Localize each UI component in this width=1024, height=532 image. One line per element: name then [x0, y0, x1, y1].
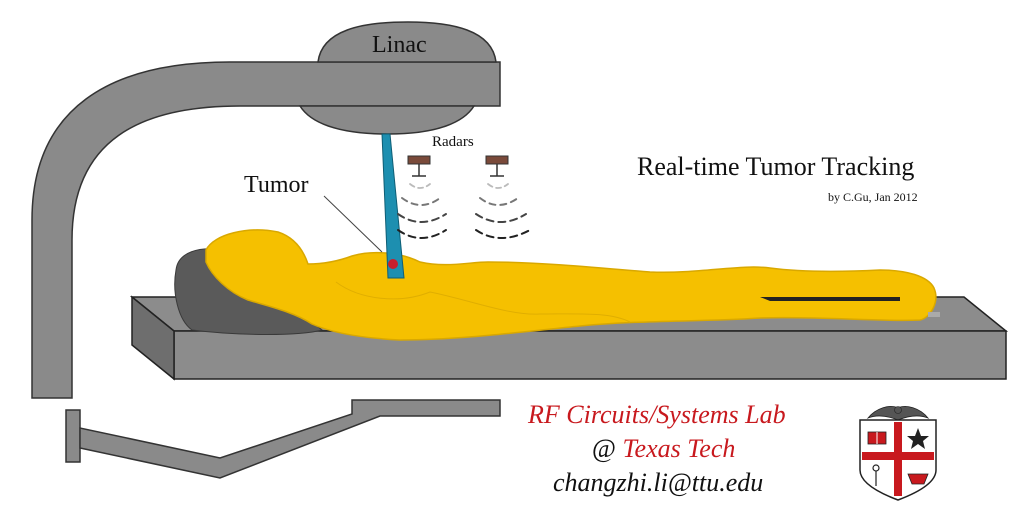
radar-antenna-icon	[485, 155, 509, 177]
linac-head	[317, 21, 497, 63]
linac-collimator	[298, 105, 476, 135]
radiation-beam	[381, 133, 405, 279]
institution-name: Texas Tech	[622, 434, 736, 463]
support-arm	[79, 399, 501, 479]
tumor-leader-line	[323, 195, 383, 253]
at-symbol: @	[592, 434, 623, 463]
linac-label: Linac	[372, 32, 427, 58]
support-mount	[65, 409, 81, 463]
radar-antenna-icon	[407, 155, 431, 177]
tumor-label: Tumor	[244, 172, 309, 198]
radar-waves-left	[397, 183, 447, 239]
table-glint	[928, 312, 940, 317]
body-shadow	[760, 297, 900, 301]
table-front	[173, 330, 1007, 380]
lab-name: RF Circuits/Systems Lab	[528, 400, 786, 429]
radar-waves-right	[475, 183, 531, 239]
texas-tech-shield-icon	[859, 406, 937, 501]
diagram-title: Real-time Tumor Tracking	[637, 152, 915, 181]
contact-email: changzhi.li@ttu.edu	[553, 468, 764, 497]
diagram-byline: by C.Gu, Jan 2012	[828, 190, 918, 204]
radars-label: Radars	[432, 134, 474, 150]
tumor-marker	[388, 259, 398, 269]
body-contour-line	[335, 281, 631, 323]
table-side	[131, 295, 175, 381]
institution-line: @ Texas Tech	[592, 434, 735, 464]
linac-gantry-arm	[31, 61, 501, 399]
